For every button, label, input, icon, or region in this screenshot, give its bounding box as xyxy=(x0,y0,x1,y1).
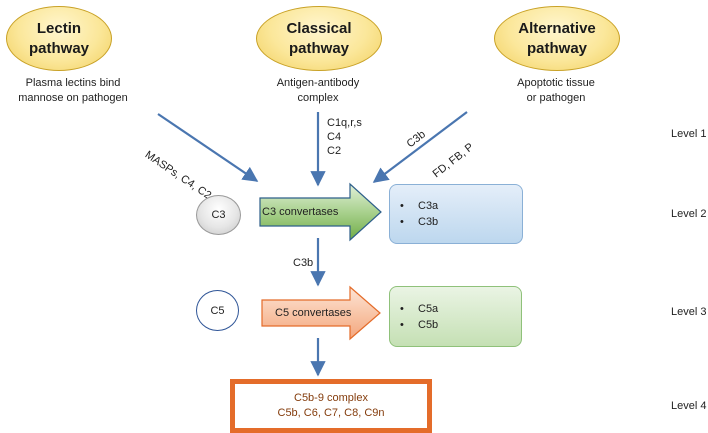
c3b-arrow-label: C3b xyxy=(293,257,314,269)
lectin-pathway-description: Plasma lectins bind mannose on pathogen xyxy=(18,77,128,104)
mac-title: C5b-9 complex xyxy=(294,392,368,404)
mac-box: C5b-9 complex C5b, C6, C7, C8, C9n xyxy=(230,379,432,433)
alternative-arrow xyxy=(372,111,468,183)
classical-arrow-label: C1q,r,s C4 C2 xyxy=(327,117,362,157)
classical-pathway-description: Antigen-antibody complex xyxy=(276,77,360,104)
classical-pathway-oval: Classical pathway xyxy=(256,6,382,71)
product-c5b: C5b xyxy=(390,317,521,333)
c5-circle: C5 xyxy=(196,290,239,331)
c3-convertases-arrow xyxy=(259,182,382,242)
level-1-label: Level 1 xyxy=(671,128,707,140)
level-2-label: Level 2 xyxy=(671,208,707,220)
alternative-pathway-oval: Alternative pathway xyxy=(494,6,620,71)
level3-products-box: C5a C5b xyxy=(389,286,522,347)
level-4-label: Level 4 xyxy=(671,400,707,412)
c5-label: C5 xyxy=(210,304,225,317)
product-c3b: C3b xyxy=(390,214,522,230)
mac-components: C5b, C6, C7, C8, C9n xyxy=(277,407,385,419)
c5-convertases-arrow xyxy=(261,285,381,341)
lectin-pathway-oval: Lectin pathway xyxy=(6,6,112,71)
product-c3a: C3a xyxy=(390,198,522,214)
lectin-pathway-title: Lectin pathway xyxy=(28,19,89,57)
level2-products-box: C3a C3b xyxy=(389,184,523,244)
level-3-label: Level 3 xyxy=(671,306,707,318)
alternative-pathway-title: Alternative pathway xyxy=(518,19,596,57)
lectin-arrow xyxy=(157,113,259,182)
c3-circle: C3 xyxy=(196,195,241,235)
c3-convertases-label: C3 convertases xyxy=(262,206,339,218)
c3-label: C3 xyxy=(211,209,226,221)
c5-convertases-label: C5 convertases xyxy=(275,307,352,319)
alternative-pathway-description: Apoptotic tissue or pathogen xyxy=(517,77,595,104)
classical-pathway-title: Classical pathway xyxy=(286,19,352,57)
product-c5a: C5a xyxy=(390,301,521,317)
